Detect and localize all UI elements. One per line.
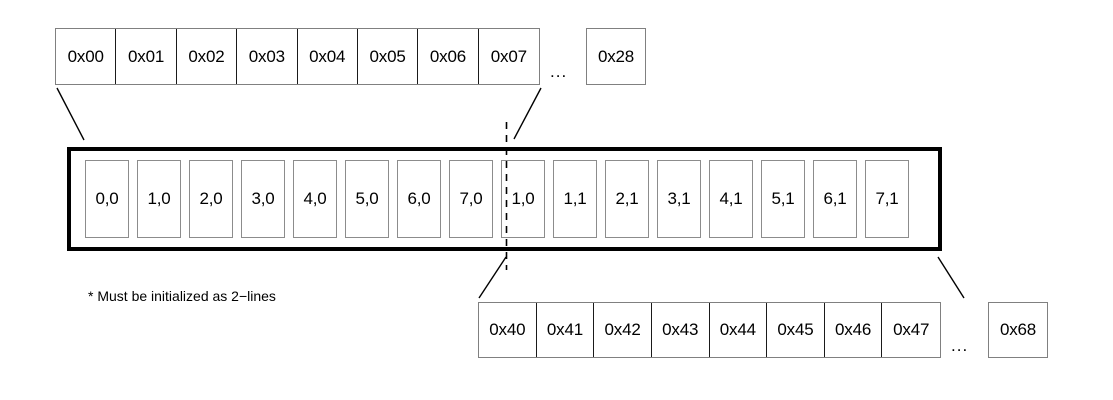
word-cell: 2,0 — [189, 160, 233, 238]
word-cell: 0,0 — [85, 160, 129, 238]
address-cell: 0x06 — [418, 29, 479, 84]
address-cell: 0x43 — [652, 303, 710, 357]
word-cell: 1,0 — [137, 160, 181, 238]
address-cell: 0x44 — [710, 303, 768, 357]
address-cell: 0x41 — [537, 303, 595, 357]
word-cell: 3,1 — [657, 160, 701, 238]
address-cell: 0x05 — [358, 29, 419, 84]
bottom-address-strip: 0x40 0x41 0x42 0x43 0x44 0x45 0x46 0x47 — [478, 302, 941, 358]
leader-line-top-left — [56, 87, 85, 141]
word-cell: 5,0 — [345, 160, 389, 238]
address-cell: 0x47 — [893, 320, 930, 339]
word-cell: 5,1 — [761, 160, 805, 238]
address-cell: 0x02 — [177, 29, 238, 84]
address-cell: 0x40 — [479, 303, 537, 357]
address-cell: 0x42 — [594, 303, 652, 357]
top-row-tail-cell: 0x28 — [586, 28, 646, 85]
address-cell: 0x07 — [490, 46, 527, 66]
word-cell: 4,1 — [709, 160, 753, 238]
address-cell: 0x01 — [116, 29, 177, 84]
top-address-strip: 0x00 0x01 0x02 0x03 0x04 0x05 0x06 0x07 — [55, 28, 540, 85]
bottom-row-ellipsis: ... — [951, 336, 969, 355]
word-cell: 7,1 — [865, 160, 909, 238]
word-cell: 6,0 — [397, 160, 441, 238]
word-cell: 6,1 — [813, 160, 857, 238]
address-cell: 0x03 — [237, 29, 298, 84]
word-cell: 4,0 — [293, 160, 337, 238]
word-cell: 2,1 — [605, 160, 649, 238]
leader-line-bottom-left — [478, 256, 507, 299]
address-cell: 0x04 — [298, 29, 358, 84]
word-cell: 7,0 — [449, 160, 493, 238]
word-cell: 1,0 — [501, 160, 545, 238]
cache-line-cells: 0,0 1,0 2,0 3,0 4,0 5,0 6,0 7,0 1,0 1,1 … — [85, 160, 909, 238]
cache-line-box: 0,0 1,0 2,0 3,0 4,0 5,0 6,0 7,0 1,0 1,1 … — [67, 147, 942, 251]
word-cell: 1,1 — [553, 160, 597, 238]
address-cell: 0x45 — [767, 303, 825, 357]
word-cell: 3,0 — [241, 160, 285, 238]
leader-line-top-right — [513, 87, 542, 140]
address-cell: 0x46 — [825, 303, 883, 357]
footnote-text: * Must be initialized as 2−lines — [88, 288, 276, 304]
top-row-ellipsis: ... — [550, 62, 568, 81]
address-cell: 0x00 — [56, 29, 117, 84]
leader-line-bottom-right — [937, 256, 965, 299]
bottom-row-tail-cell: 0x68 — [988, 302, 1048, 358]
